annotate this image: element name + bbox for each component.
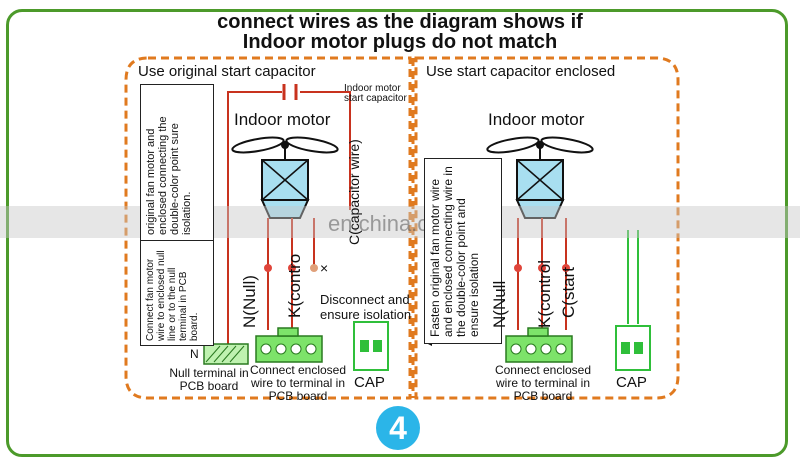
right-note-text: Fasten original fan motor wire and enclo… [428, 166, 481, 337]
cross-mark: × [320, 260, 329, 276]
disconnect-label: Disconnect and ensure isolation [320, 292, 412, 322]
right-wire-k-label: K(control [535, 259, 554, 328]
null-terminal [203, 343, 249, 365]
left-note-bottom-text: Connect fan motor wire to enclosed null … [145, 250, 200, 341]
right-motor-box [515, 159, 565, 219]
right-wire-c-label: C(start [559, 267, 578, 318]
right-note: Fasten original fan motor wire and enclo… [424, 158, 502, 344]
left-section-outline [124, 56, 412, 400]
right-section-outline [414, 56, 680, 400]
left-motor-box [260, 159, 310, 219]
title-line-1: connect wires as the diagram shows if [217, 11, 583, 33]
n-terminal-label: N [190, 347, 199, 361]
right-wire-n-label: N(Null [490, 280, 509, 328]
left-motor-label: Indoor motor [234, 110, 331, 129]
left-fan-icon [231, 136, 339, 160]
left-cap-label: CAP [354, 374, 385, 391]
null-terminal-label: Null terminal in PCB board [169, 366, 249, 393]
right-motor-label: Indoor motor [488, 110, 585, 129]
start-capacitor-label: Indoor motor start capacitor [344, 83, 407, 104]
left-capacitor-wire [227, 91, 351, 355]
left-section-title: Use original start capacitor [138, 63, 316, 80]
right-fan-icon [486, 136, 594, 160]
left-note-bottom: Connect fan motor wire to enclosed null … [140, 240, 214, 346]
left-note-top: original fan motor and enclosed connecti… [140, 84, 214, 242]
left-cap-icon [353, 321, 389, 371]
left-wire-k-label: K(contro [285, 253, 304, 318]
watermark-band [0, 206, 800, 238]
diagram-frame [6, 9, 788, 457]
left-wire-n-label: N(Null) [240, 275, 259, 328]
right-cap-label: CAP [616, 374, 647, 391]
right-section-title: Use start capacitor enclosed [426, 63, 616, 80]
right-connect-enclosed-label: Connect enclosed wire to terminal in PCB… [494, 363, 592, 403]
left-note-top-text: original fan motor and enclosed connecti… [145, 116, 193, 235]
left-connect-enclosed-label: Connect enclosed wire to terminal in PCB… [249, 363, 347, 403]
step-number-badge: 4 [376, 406, 420, 450]
right-cap-icon [615, 325, 651, 371]
capacitor-wire-label: C(capacitor wire) [346, 139, 362, 245]
right-pcb-terminal [505, 327, 573, 363]
watermark-text: en.china.cn [328, 211, 441, 236]
title-line-2: Indoor motor plugs do not match [242, 31, 558, 53]
left-pcb-terminal [255, 327, 323, 363]
